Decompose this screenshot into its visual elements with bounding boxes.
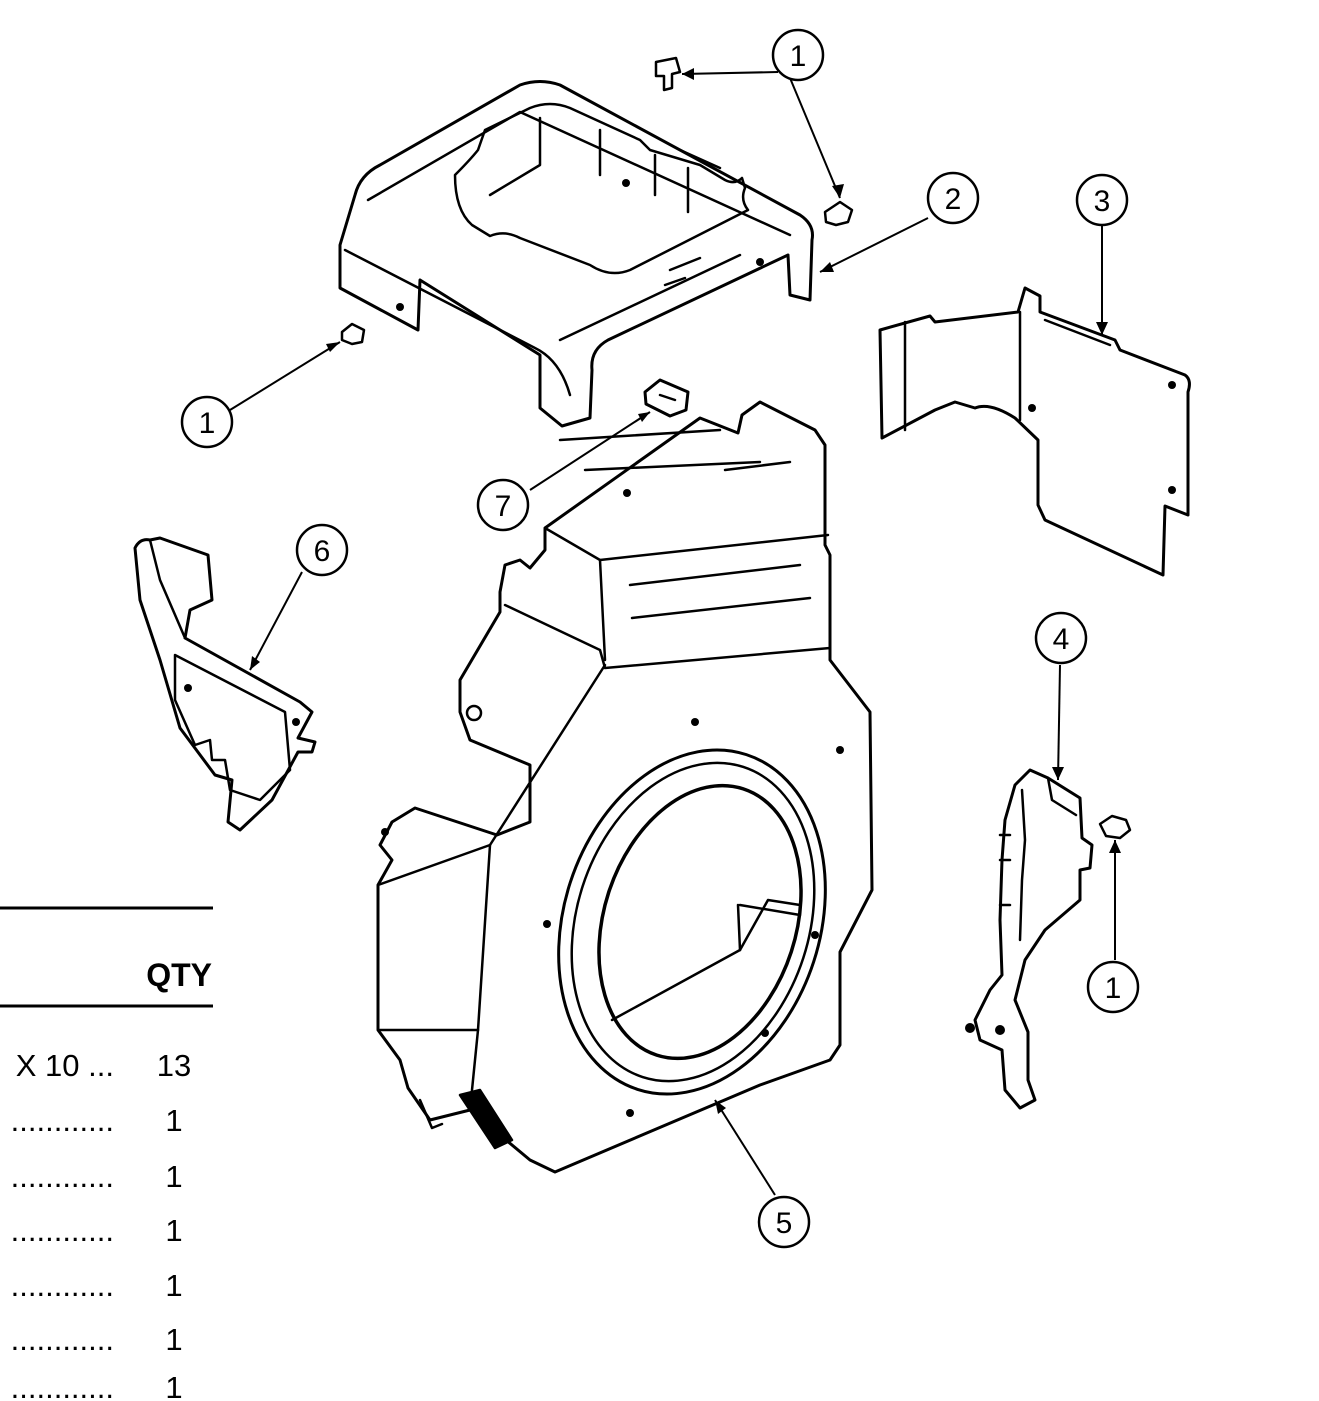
table-row: ............ 1	[11, 1322, 183, 1357]
table-row: ............ 1	[11, 1213, 183, 1248]
row-qty: 1	[165, 1268, 182, 1303]
row-description: ............	[11, 1322, 114, 1357]
part-front-baffle	[133, 536, 317, 832]
part-side-baffle	[878, 286, 1191, 577]
row-description: ............	[11, 1370, 114, 1401]
part-small-bracket	[965, 768, 1094, 1110]
row-qty: 1	[165, 1370, 182, 1401]
fastener-screw-mid	[823, 200, 854, 227]
part-cylinder-shroud	[338, 80, 814, 428]
fastener-screw-left	[340, 322, 366, 346]
row-description: ............	[11, 1213, 114, 1248]
callout-label: 1	[199, 407, 216, 440]
part-blower-housing	[376, 400, 874, 1174]
callout-label: 3	[1094, 185, 1111, 218]
fastener-screw-top	[654, 56, 682, 92]
row-description: ............	[11, 1103, 114, 1138]
row-qty: 1	[165, 1213, 182, 1248]
callout-label: 7	[495, 490, 512, 523]
table-row: ............ 1	[11, 1159, 183, 1194]
callout-bubble-7: 7	[476, 478, 530, 532]
table-row: ............ 1	[11, 1103, 183, 1138]
callout-bubble-2: 2	[926, 171, 980, 225]
callout-label: 1	[790, 40, 807, 73]
table-row: X 10 ... 13	[16, 1048, 191, 1083]
part-grommet	[643, 378, 690, 418]
callout-label: 1	[1105, 972, 1122, 1005]
callout-bubble-6: 6	[295, 523, 349, 577]
table-row: ............ 1	[11, 1370, 183, 1401]
callout-bubble-1-left: 1	[180, 395, 234, 449]
leader-lines	[229, 68, 1121, 1196]
row-qty: 1	[165, 1103, 182, 1138]
callout-label: 5	[776, 1207, 793, 1240]
parts-table: QTY X 10 ... 13 ............ 1 .........…	[0, 906, 213, 1401]
callout-label: 6	[314, 535, 331, 568]
fastener-screw-right	[1098, 814, 1132, 840]
row-qty: 1	[165, 1159, 182, 1194]
callout-bubble-5: 5	[757, 1195, 811, 1249]
qty-column-header: QTY	[146, 957, 212, 993]
row-qty: 13	[157, 1048, 191, 1083]
callout-bubble-3: 3	[1075, 173, 1129, 227]
table-row: ............ 1	[11, 1268, 183, 1303]
row-description: X 10 ...	[16, 1048, 114, 1083]
callout-label: 2	[945, 183, 962, 216]
callout-bubble-1-right: 1	[1086, 960, 1140, 1014]
row-description: ............	[11, 1268, 114, 1303]
callout-bubble-1-top: 1	[771, 28, 825, 82]
row-qty: 1	[165, 1322, 182, 1357]
callout-bubble-4: 4	[1034, 611, 1088, 665]
callout-label: 4	[1053, 623, 1070, 656]
row-description: ............	[11, 1159, 114, 1194]
